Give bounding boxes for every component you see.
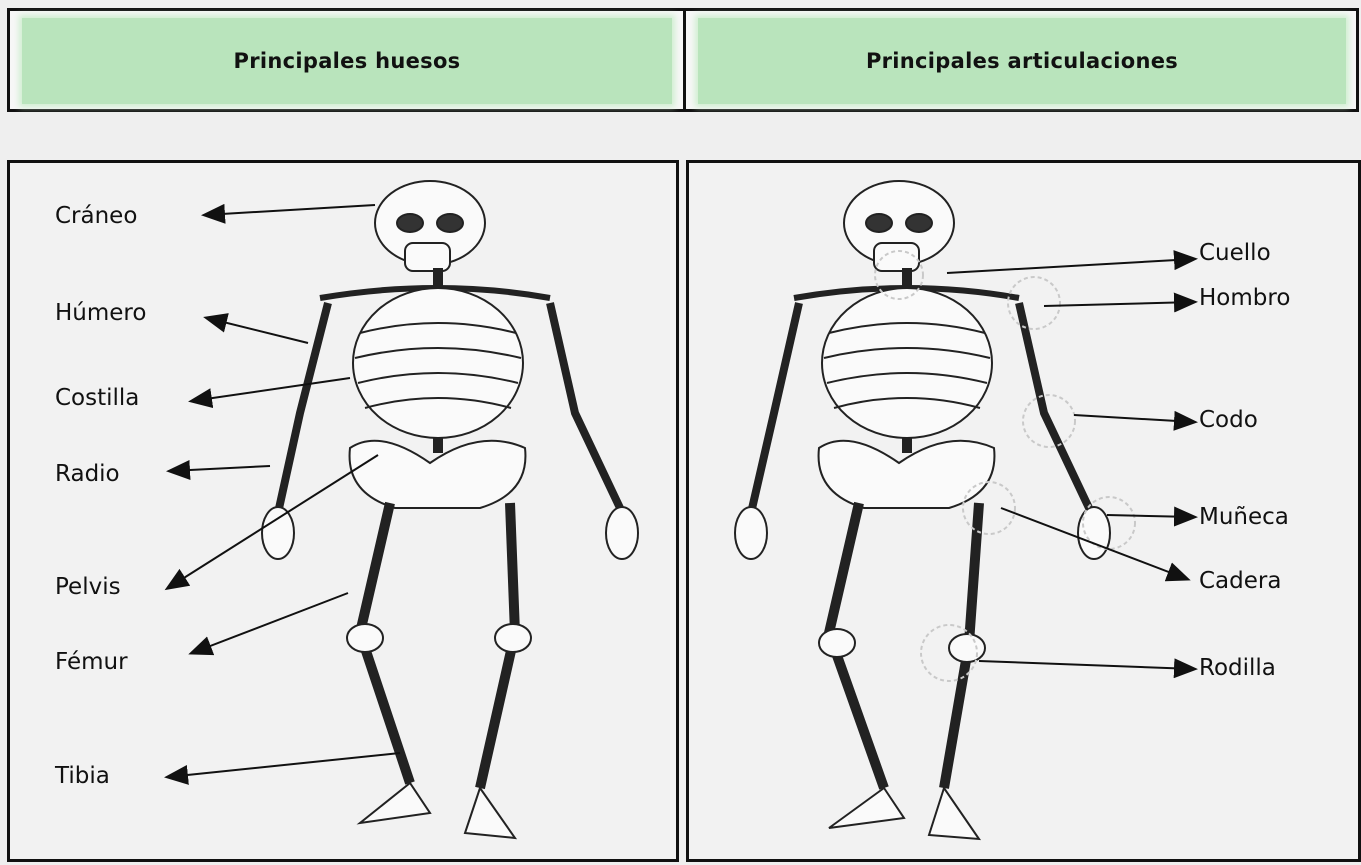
header-divider [683,8,686,112]
header-joints: Principales articulaciones [698,18,1346,104]
arrow-femur [192,593,348,653]
bones-panel: Cráneo Húmero Costilla Radio Pelvis Fému… [7,160,679,862]
arrow-hombro [1044,302,1194,306]
header-bones: Principales huesos [22,18,672,104]
label-cadera: Cadera [1199,568,1281,594]
label-tibia: Tibia [55,763,110,789]
label-femur: Fémur [55,649,128,675]
label-cuello: Cuello [1199,240,1271,266]
arrow-muneca [1107,515,1194,517]
label-humero: Húmero [55,300,146,326]
label-codo: Codo [1199,407,1258,433]
label-craneo: Cráneo [55,203,137,229]
label-muneca: Muñeca [1199,504,1289,530]
skeleton-illustration-bones [10,163,682,865]
arrow-cuello [947,259,1194,273]
label-rodilla: Rodilla [1199,655,1276,681]
arrow-radio [170,466,270,471]
joints-panel: Cuello Hombro Codo Muñeca Cadera Rodilla [686,160,1361,862]
arrow-pelvis [168,455,378,588]
skeleton-icon [735,181,1110,839]
arrow-costilla [192,378,350,401]
label-hombro: Hombro [1199,285,1290,311]
label-radio: Radio [55,461,120,487]
arrow-craneo [205,205,375,215]
arrow-codo [1074,415,1194,422]
arrow-rodilla [979,661,1194,669]
label-pelvis: Pelvis [55,574,121,600]
header-bones-title: Principales huesos [234,49,461,73]
header-joints-title: Principales articulaciones [866,49,1178,73]
label-costilla: Costilla [55,385,139,411]
skeleton-icon [262,181,638,838]
arrow-tibia [168,753,400,777]
arrow-humero [207,318,308,343]
